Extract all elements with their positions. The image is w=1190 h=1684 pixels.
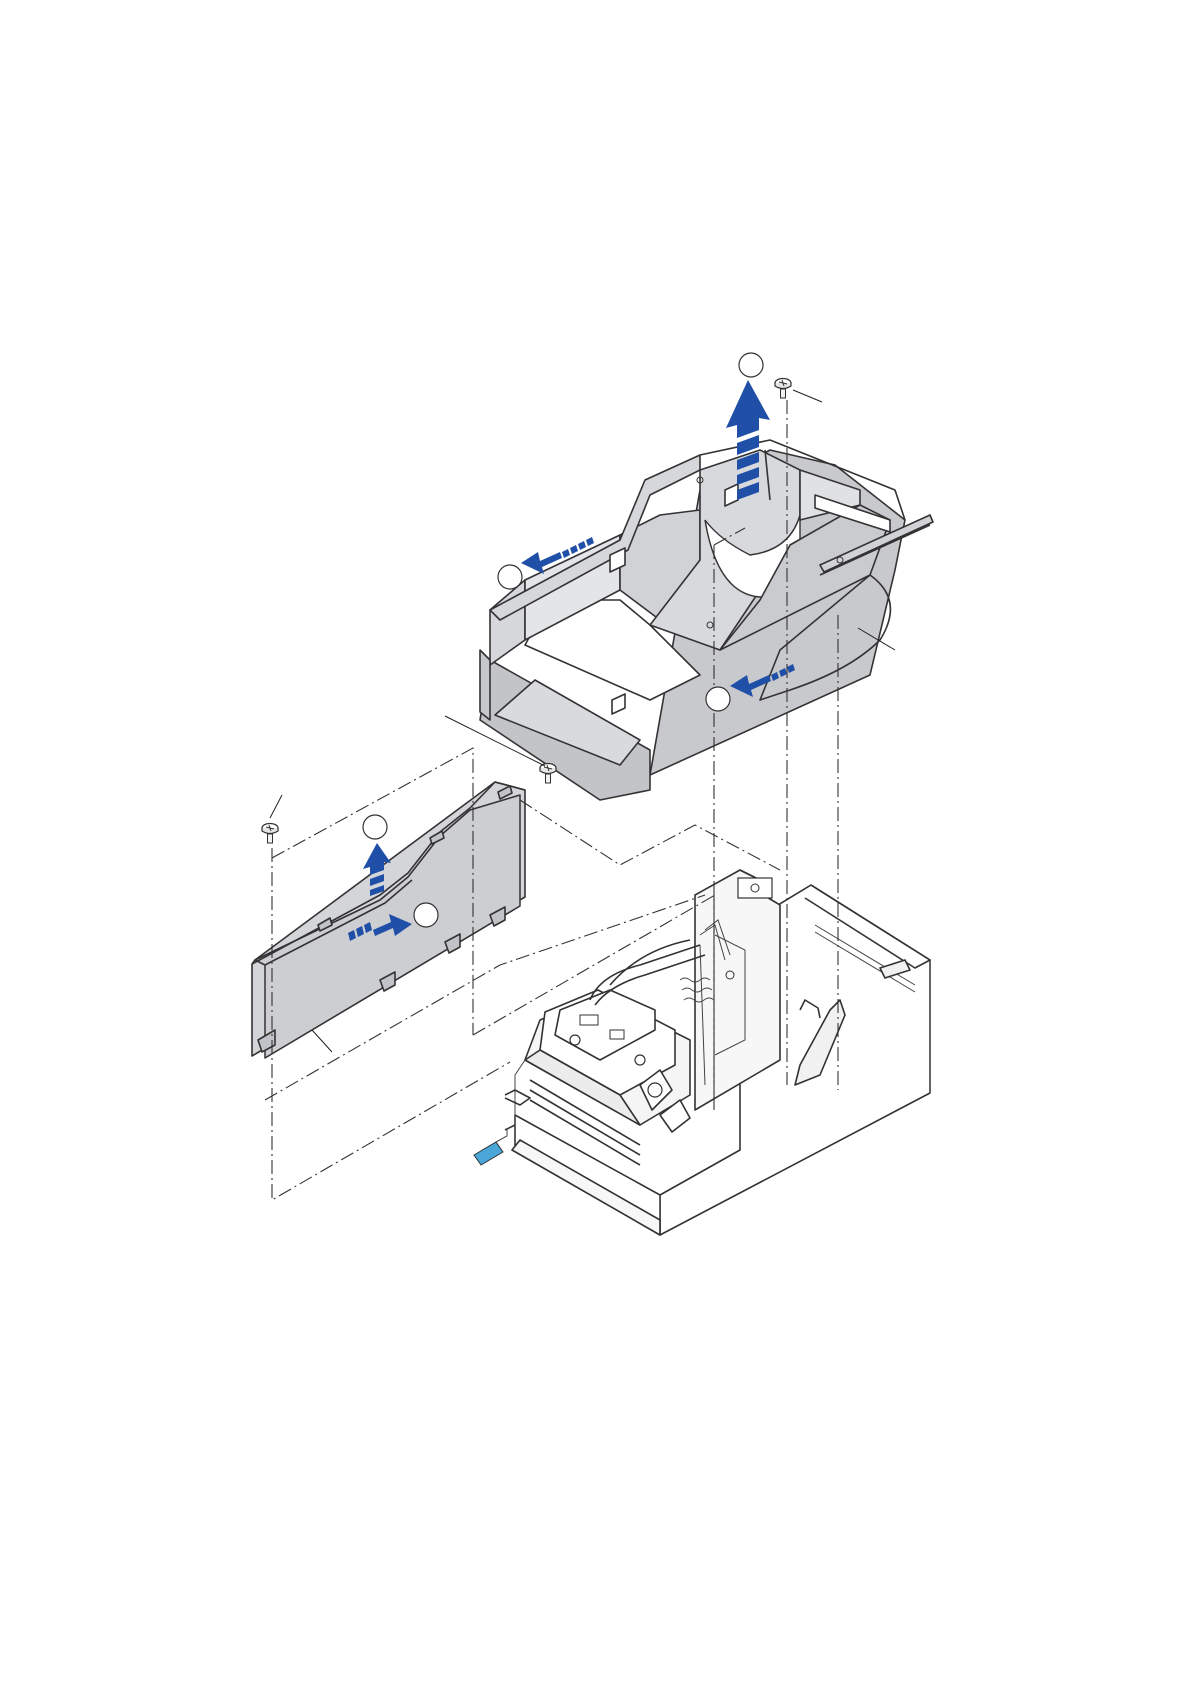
callout-step-4 xyxy=(363,815,387,839)
callout-step-3 xyxy=(739,353,763,377)
ribbon-cable xyxy=(474,1142,503,1165)
top-cover-lid xyxy=(480,440,933,800)
printer-base-unit xyxy=(474,870,930,1235)
callout-step-1 xyxy=(498,565,522,589)
side-cover-panel xyxy=(252,782,525,1058)
callout-step-2 xyxy=(706,687,730,711)
screw-top-right xyxy=(775,379,791,399)
lid-left-end xyxy=(490,580,525,665)
callout-step-5 xyxy=(414,903,438,927)
screw-left xyxy=(262,824,278,844)
screw-middle xyxy=(540,764,556,784)
